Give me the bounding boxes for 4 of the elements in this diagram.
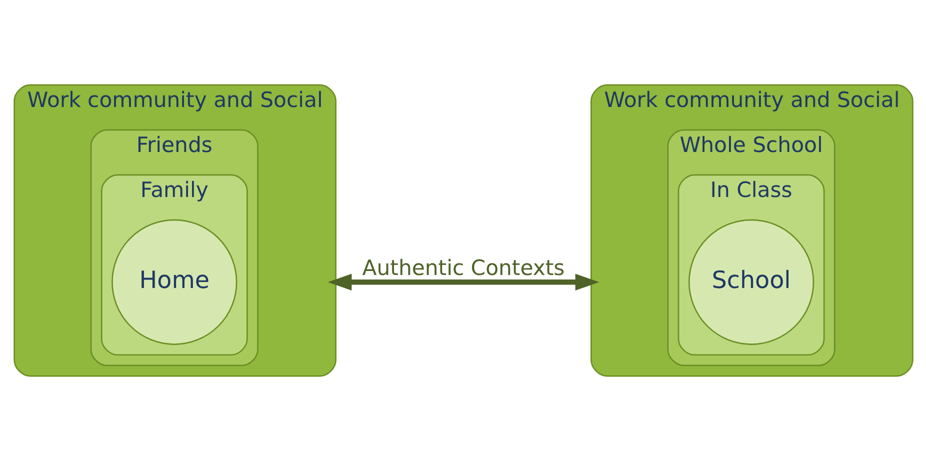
node-circle: Home bbox=[111, 218, 237, 344]
edge-label: Authentic Contexts bbox=[362, 254, 564, 280]
arrow bbox=[327, 273, 599, 290]
node-circle: School bbox=[688, 218, 814, 344]
